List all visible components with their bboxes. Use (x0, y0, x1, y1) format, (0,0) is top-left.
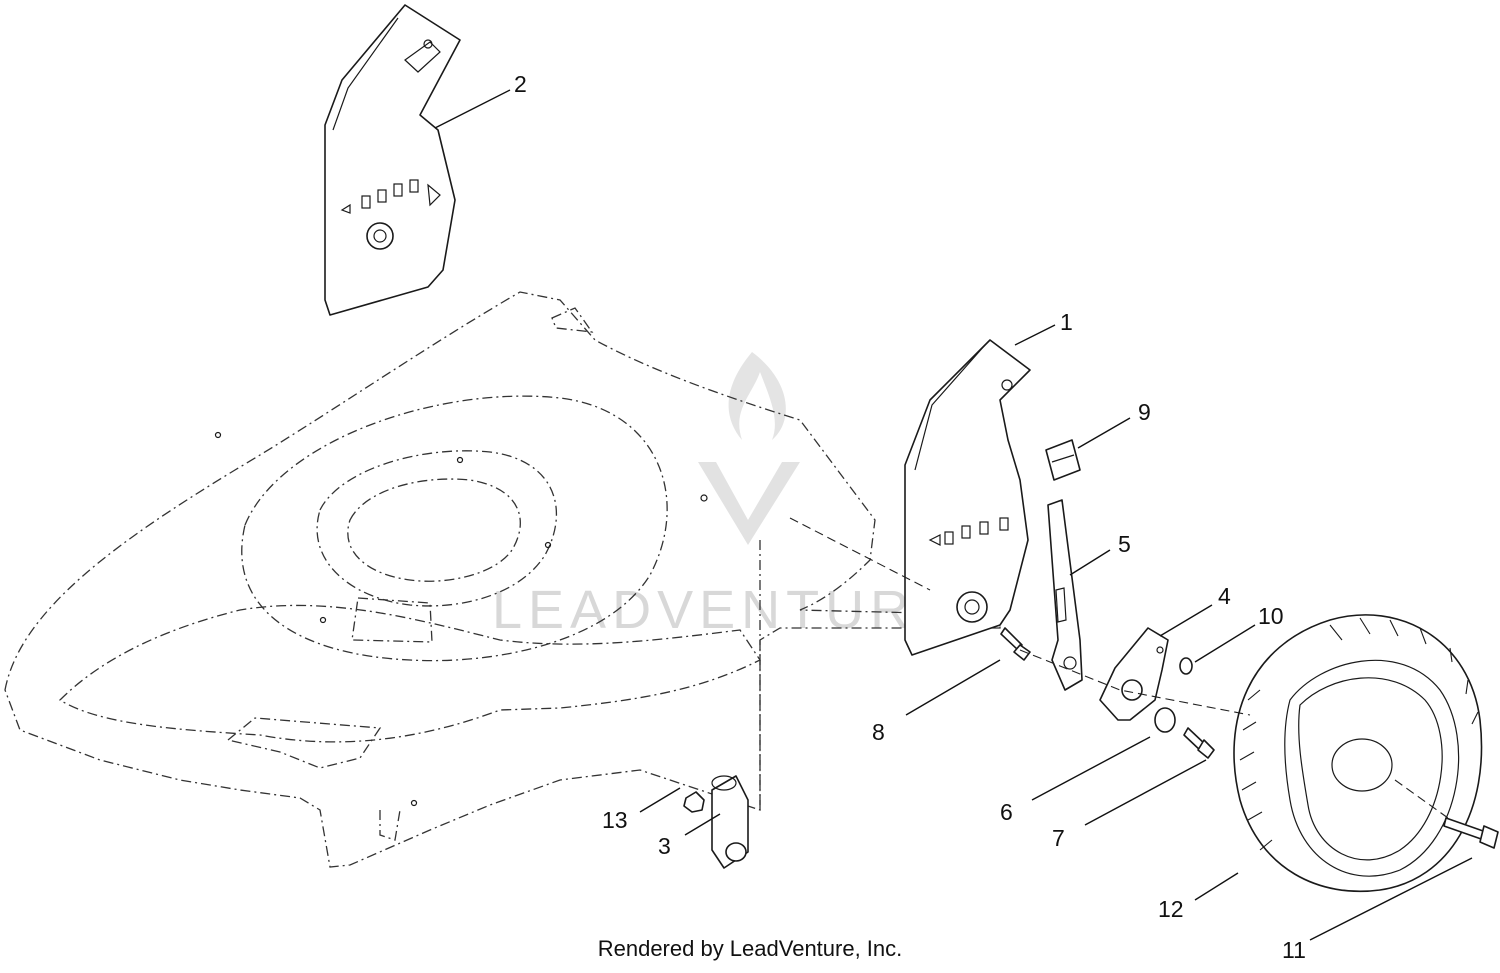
leader-lines (434, 89, 1473, 941)
watermark-text: LEADVENTURE (492, 580, 957, 640)
part-10-washer (1179, 657, 1193, 675)
mower-deck-phantom (4, 291, 1001, 868)
part-7-bolt (1183, 727, 1215, 759)
callout-4: 4 (1218, 583, 1231, 609)
part-9-knob (1045, 439, 1081, 481)
callout-10: 10 (1258, 603, 1284, 629)
leadventure-watermark: LEADVENTURE (492, 352, 957, 640)
callout-5: 5 (1118, 531, 1131, 557)
callout-13: 13 (602, 807, 628, 833)
part-3-bushing (711, 775, 749, 869)
part-5-lever (1047, 499, 1083, 691)
part-12-wheel (1233, 614, 1483, 893)
watermark-flame-icon (728, 352, 786, 440)
part-11-bolt (1443, 817, 1499, 849)
part-13-nut (683, 791, 705, 813)
watermark-v-icon (698, 462, 800, 545)
callout-2: 2 (514, 71, 527, 97)
leader-3 (684, 813, 721, 836)
callout-8: 8 (872, 719, 885, 745)
leader-8 (905, 659, 1001, 716)
leader-12 (1194, 872, 1239, 901)
leader-2 (434, 89, 511, 129)
leader-9 (1077, 417, 1131, 449)
leader-7 (1084, 759, 1207, 826)
callout-1: 1 (1060, 309, 1073, 335)
leader-1 (1014, 324, 1056, 346)
callout-9: 9 (1138, 399, 1151, 425)
callout-12: 12 (1158, 896, 1184, 922)
part-8-bolt (1000, 627, 1031, 661)
leader-11 (1309, 857, 1473, 941)
part-6-spacer (1154, 707, 1176, 733)
callout-11: 11 (1282, 937, 1306, 963)
assembly-axes (789, 517, 1449, 819)
leader-5 (1069, 549, 1111, 576)
callout-3: 3 (658, 833, 671, 859)
callout-labels: 2 1 9 5 4 10 8 6 7 13 3 12 11 (514, 71, 1306, 963)
leader-6 (1031, 736, 1151, 801)
leader-10 (1194, 624, 1256, 663)
part-1-bracket (904, 339, 1031, 656)
part-4-plate (1099, 627, 1169, 721)
rendered-by-footer: Rendered by LeadVenture, Inc. (597, 936, 903, 961)
part-2-bracket (324, 4, 461, 316)
callout-6: 6 (1000, 799, 1013, 825)
leader-13 (639, 787, 681, 813)
leader-4 (1159, 604, 1213, 637)
callout-7: 7 (1052, 825, 1065, 851)
